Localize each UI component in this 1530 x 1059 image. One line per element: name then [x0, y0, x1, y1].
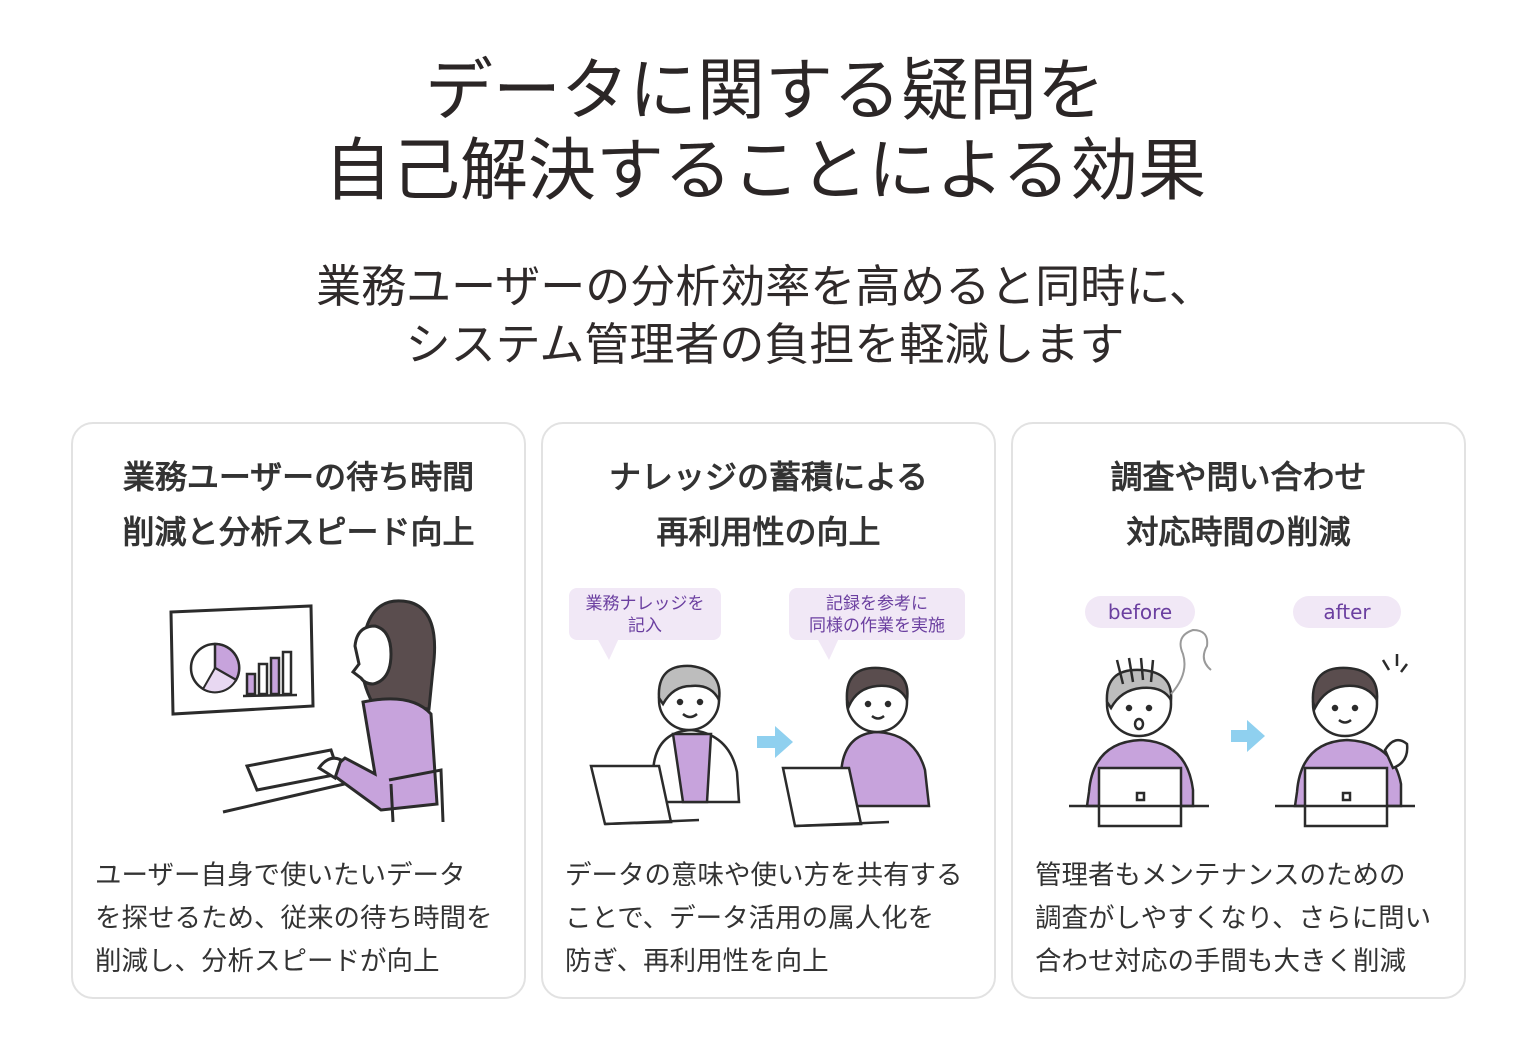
before-text: before	[1108, 600, 1172, 624]
desc-line-3: 合わせ対応の手間も大きく削減	[1035, 946, 1406, 977]
user-analysis-illustration	[169, 599, 445, 823]
card-title-line-2: 対応時間の削減	[1126, 513, 1351, 551]
subtitle-line-1: 業務ユーザーの分析効率を高めると同時に、	[316, 260, 1214, 313]
person-reader	[837, 666, 931, 808]
person-writer	[649, 664, 741, 804]
before-after-illustration: before after	[1069, 596, 1415, 828]
desc-line-3: 削減し、分析スピードが向上	[95, 946, 440, 977]
laptop-icon	[781, 766, 890, 828]
desc-line-1: データの意味や使い方を共有する	[565, 860, 963, 891]
desc-line-3: 防ぎ、再利用性を向上	[565, 946, 829, 977]
bubble-1-line-2: 記入	[628, 616, 662, 636]
page-title: データに関する疑問を 自己解決することによる効果	[0, 52, 1530, 212]
card-title-line-1: 調査や問い合わせ	[1110, 458, 1367, 496]
card-wait-time: 業務ユーザーの待ち時間 削減と分析スピード向上	[71, 422, 526, 999]
desc-line-2: を探せるため、従来の待ち時間を	[95, 903, 493, 934]
person-user	[316, 599, 445, 823]
speech-bubble-1: 業務ナレッジを 記入	[569, 588, 721, 660]
arrow-right-icon	[757, 726, 793, 758]
bubble-1-line-1: 業務ナレッジを	[586, 594, 705, 614]
card-description: 管理者もメンテナンスのための 調査がしやすくなり、さらに問い 合わせ対応の手間も…	[1035, 854, 1455, 983]
pie-chart-icon	[189, 642, 241, 694]
title-line-1: データに関する疑問を	[424, 52, 1105, 131]
desc-line-1: 管理者もメンテナンスのための	[1035, 860, 1406, 891]
title-line-2: 自己解決することによる効果	[324, 132, 1206, 211]
laptop-icon	[589, 764, 700, 826]
subtitle-line-2: システム管理者の負担を軽減します	[405, 318, 1125, 371]
card-inquiry: 調査や問い合わせ 対応時間の削減 before after	[1011, 422, 1466, 999]
card-title-line-1: ナレッジの蓄積による	[608, 458, 929, 496]
card-title: 調査や問い合わせ 対応時間の削減	[1013, 450, 1464, 560]
card-knowledge: ナレッジの蓄積による 再利用性の向上 業務ナレッジを 記入 記録を参考に 同様の…	[541, 422, 996, 999]
bar-chart-icon	[242, 650, 298, 698]
laptop-icon	[1275, 766, 1415, 828]
card-description: データの意味や使い方を共有する ことで、データ活用の属人化を 防ぎ、再利用性を向…	[565, 854, 985, 983]
after-label: after	[1293, 596, 1401, 628]
card-title-line-1: 業務ユーザーの待ち時間	[122, 458, 475, 496]
card-title: ナレッジの蓄積による 再利用性の向上	[543, 450, 994, 560]
desc-line-1: ユーザー自身で使いたいデータ	[95, 860, 466, 891]
bubble-2-line-2: 同様の作業を実施	[809, 616, 945, 636]
bubble-2-line-1: 記録を参考に	[826, 594, 928, 614]
before-label: before	[1085, 596, 1195, 628]
speech-bubble-2: 記録を参考に 同様の作業を実施	[789, 588, 965, 660]
card-title-line-2: 再利用性の向上	[656, 513, 881, 551]
card-title-line-2: 削減と分析スピード向上	[122, 513, 475, 551]
desc-line-2: ことで、データ活用の属人化を	[565, 903, 935, 934]
after-text: after	[1323, 600, 1371, 624]
card-description: ユーザー自身で使いたいデータ を探せるため、従来の待ち時間を 削減し、分析スピー…	[95, 854, 515, 983]
laptop-icon	[1069, 766, 1209, 828]
page-subtitle: 業務ユーザーの分析効率を高めると同時に、 システム管理者の負担を軽減します	[0, 258, 1530, 374]
knowledge-illustration: 業務ナレッジを 記入 記録を参考に 同様の作業を実施	[569, 588, 965, 828]
arrow-right-icon	[1231, 720, 1265, 752]
desc-line-2: 調査がしやすくなり、さらに問い	[1035, 903, 1432, 934]
monitor-icon	[169, 604, 315, 716]
card-title: 業務ユーザーの待ち時間 削減と分析スピード向上	[73, 450, 524, 560]
